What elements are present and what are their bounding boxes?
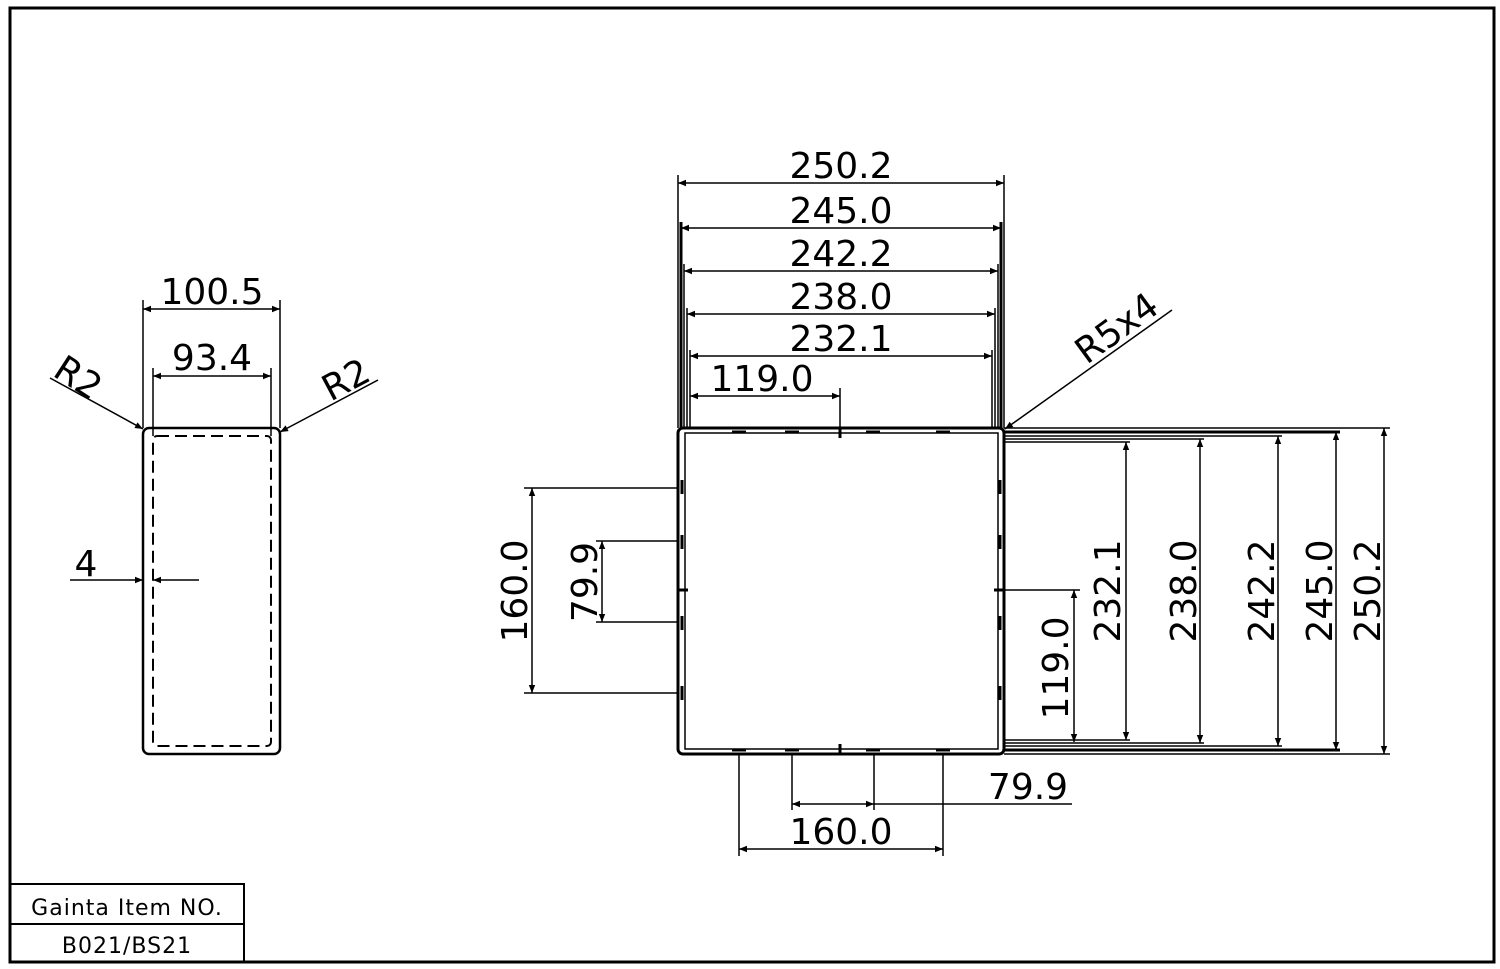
slot-marks-top — [732, 428, 950, 438]
slot-marks-left — [678, 480, 688, 700]
front-view — [524, 175, 1390, 856]
label-top-245-0: 245.0 — [789, 191, 892, 232]
label-radius-right: R2 — [315, 351, 377, 410]
slot-marks-right — [994, 480, 1004, 700]
title-block: Gainta Item NO. B021/BS21 — [9, 883, 245, 963]
label-right-119-0: 119.0 — [1036, 616, 1077, 719]
label-right-232-1: 232.1 — [1088, 539, 1129, 642]
front-view-outer — [676, 426, 1006, 756]
sheet-border — [8, 6, 1496, 964]
label-right-238-0: 238.0 — [1164, 539, 1205, 642]
label-corner-radius: R5x4 — [1068, 285, 1167, 372]
leader-r2-right — [279, 379, 379, 433]
leader-r5x4 — [1004, 309, 1173, 430]
label-bottom-79-9: 79.9 — [988, 767, 1068, 808]
label-top-238-0: 238.0 — [789, 277, 892, 318]
front-view-inner — [684, 432, 999, 750]
slot-marks-bottom — [732, 744, 950, 754]
label-side-width-inner: 93.4 — [172, 338, 252, 379]
label-right-250-2: 250.2 — [1348, 539, 1389, 642]
label-top-232-1: 232.1 — [789, 319, 892, 360]
label-top-242-2: 242.2 — [789, 234, 892, 275]
title-block-value: B021/BS21 — [62, 934, 192, 959]
label-wall-thickness: 4 — [75, 544, 98, 585]
label-top-119-0: 119.0 — [710, 359, 813, 400]
label-top-250-2: 250.2 — [789, 146, 892, 187]
label-radius-left: R2 — [46, 348, 109, 408]
side-view — [49, 300, 379, 756]
label-right-245-0: 245.0 — [1300, 539, 1341, 642]
label-bottom-160-0: 160.0 — [789, 812, 892, 853]
side-view-outer — [141, 426, 282, 756]
label-left-79-9: 79.9 — [565, 542, 606, 622]
title-block-label: Gainta Item NO. — [31, 896, 223, 921]
label-right-242-2: 242.2 — [1242, 539, 1283, 642]
side-view-inner-dashed — [152, 435, 272, 747]
leader-r2-left — [49, 377, 144, 430]
label-side-width-outer: 100.5 — [160, 272, 263, 313]
label-left-160-0: 160.0 — [495, 539, 536, 642]
